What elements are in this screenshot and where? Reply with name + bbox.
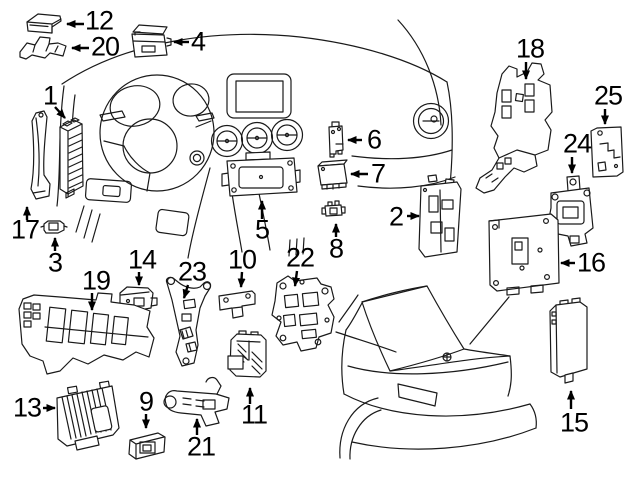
callout-22-label: 22: [285, 242, 315, 273]
callout-21-label: 21: [186, 431, 216, 462]
callout-4-label: 4: [190, 26, 206, 57]
part-20-drawing: [19, 36, 67, 60]
callout-11-label: 11: [240, 399, 268, 430]
part-3-drawing: [40, 220, 68, 234]
callout-25-label: 25: [593, 80, 623, 111]
callout-6-label: 6: [366, 124, 382, 155]
part-13-drawing: [56, 380, 120, 451]
callout-16-label: 16: [576, 247, 606, 278]
part-19-drawing: [18, 292, 155, 375]
part-1-drawing: [59, 117, 84, 199]
callout-24-label: 24: [562, 128, 592, 159]
callout-arrows: [23, 20, 609, 435]
dashboard-illustration: [56, 19, 456, 259]
part-22-drawing: [271, 275, 335, 352]
callout-9-label: 9: [138, 386, 154, 417]
callout-12-label: 12: [84, 5, 114, 36]
callout-1-arrow: [54, 106, 66, 119]
part-21-drawing: [163, 376, 230, 427]
part-6-drawing: [328, 121, 344, 158]
part-5-drawing: [221, 151, 301, 197]
callout-17-label: 17: [10, 214, 40, 245]
callout-23-label: 23: [177, 256, 207, 287]
part-23-drawing: [165, 276, 212, 367]
callout-15-label: 15: [559, 407, 589, 438]
part-9-drawing: [128, 432, 166, 460]
callout-10-arrow: [237, 271, 246, 288]
callout-3-label: 3: [47, 247, 63, 278]
callout-13-label: 13: [12, 392, 42, 423]
part-25-drawing: [590, 126, 624, 178]
part-4-drawing: [131, 24, 172, 58]
callout-7-label: 7: [370, 158, 386, 189]
callout-8-label: 8: [328, 233, 344, 264]
part-17-drawing: [30, 110, 51, 200]
callout-14-label: 14: [127, 244, 157, 275]
callout-5-label: 5: [254, 214, 270, 245]
part-2-drawing: [418, 174, 462, 258]
callout-10-label: 10: [227, 244, 257, 275]
part-10-drawing: [218, 290, 256, 319]
callout-22-arrow: [292, 270, 301, 287]
callout-2-label: 2: [388, 201, 404, 232]
part-16-drawing: [488, 213, 560, 296]
part-8-drawing: [321, 200, 346, 217]
callout-19-label: 19: [81, 265, 111, 296]
part-12-drawing: [26, 13, 62, 34]
callout-18-label: 18: [515, 33, 545, 64]
callout-1-label: 1: [42, 80, 58, 111]
part-11-drawing: [227, 330, 267, 378]
part-18-drawing: [475, 62, 553, 194]
part-7-drawing: [317, 159, 348, 190]
callout-23-arrow: [182, 284, 191, 299]
callout-20-label: 20: [90, 31, 120, 62]
car-rear-illustration: [335, 285, 537, 460]
part-15-drawing: [549, 297, 588, 384]
